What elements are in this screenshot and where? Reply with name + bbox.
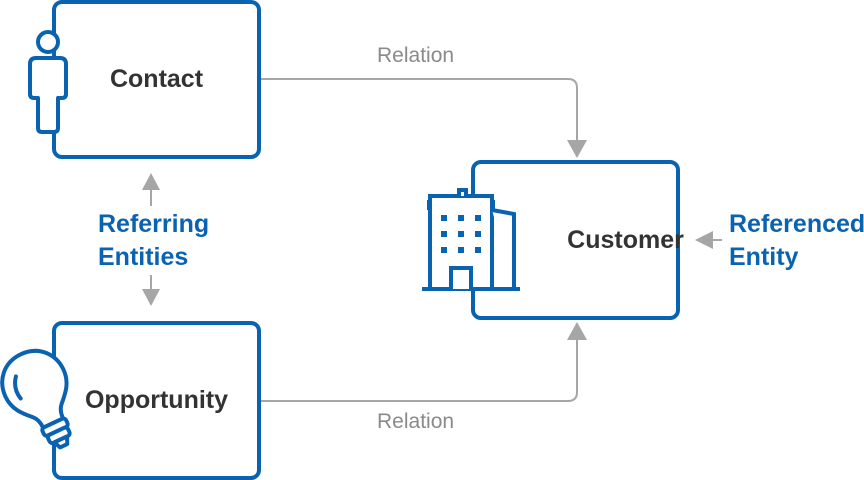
- referenced-line-1: Referenced: [729, 210, 864, 238]
- relation-connector-top: [261, 78, 578, 140]
- relation-connector-bottom: [261, 340, 578, 402]
- opportunity-entity-box[interactable]: Opportunity: [52, 321, 261, 480]
- opportunity-label: Opportunity: [84, 386, 229, 414]
- arrowhead-down: [567, 140, 587, 158]
- arrowhead-up: [567, 322, 587, 340]
- relation-label-top: Relation: [377, 44, 455, 67]
- referring-entities-label: Referring Entities: [98, 208, 209, 274]
- contact-label: Contact: [109, 65, 204, 93]
- referring-line-1: Referring: [98, 210, 210, 238]
- arrowhead-down-opportunity: [142, 289, 160, 306]
- referring-line-2: Entities: [98, 243, 189, 271]
- relation-label-bottom: Relation: [377, 410, 455, 433]
- contact-entity-box[interactable]: Contact: [52, 0, 261, 159]
- arrowhead-left: [695, 231, 713, 249]
- referenced-entity-label: Referenced Entity: [729, 208, 864, 274]
- referenced-line-2: Entity: [729, 243, 799, 271]
- arrowhead-up-contact: [142, 173, 160, 190]
- customer-label: Customer: [567, 225, 684, 254]
- customer-entity-box[interactable]: Customer: [471, 160, 684, 320]
